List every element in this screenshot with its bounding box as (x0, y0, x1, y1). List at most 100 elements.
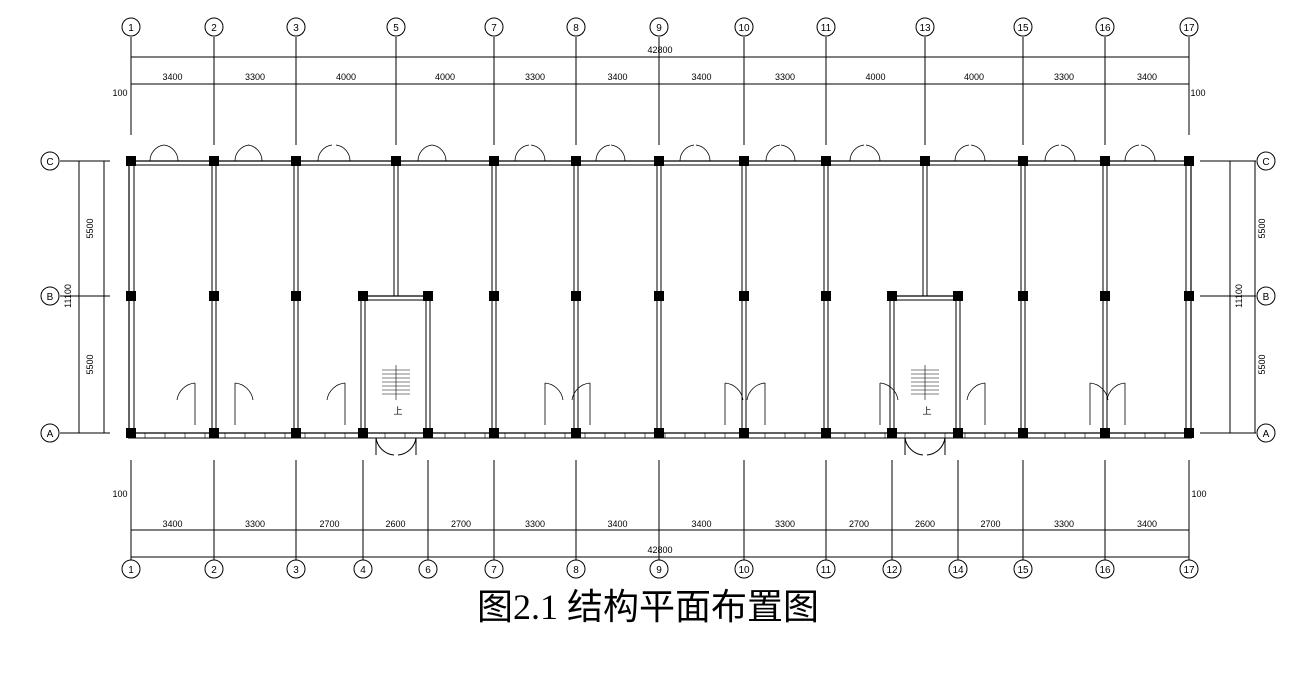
room-door-swing (966, 382, 986, 401)
column (489, 291, 499, 301)
top-span-dim: 4000 (865, 72, 885, 82)
top-axis-1-label: 1 (128, 23, 134, 34)
north-door-swing (954, 144, 970, 162)
room-door-swing (879, 382, 899, 401)
north-door-swing (514, 144, 530, 162)
north-door-swing (765, 144, 781, 162)
bottom-span-dim: 2600 (385, 519, 405, 529)
top-span-dim: 4000 (336, 72, 356, 82)
column (126, 156, 136, 166)
column (654, 428, 664, 438)
top-axis-1-bubble (121, 17, 141, 37)
top-axis-16-bubble (1095, 17, 1115, 37)
bottom-axis-3-label: 3 (293, 565, 299, 576)
top-axis-7-label: 7 (491, 23, 497, 34)
bottom-axis-9-label: 9 (656, 565, 662, 576)
right-axis-C-bubble (1256, 151, 1276, 171)
room-door-swing (234, 382, 254, 401)
room-door-swing (176, 382, 196, 401)
room-door-swing (1106, 382, 1126, 401)
left-axis-A-bubble (40, 423, 60, 443)
column (821, 428, 831, 438)
bottom-span-dim: 3400 (162, 519, 182, 529)
top-axis-8-label: 8 (573, 23, 579, 34)
left-axis-C-label: C (46, 157, 53, 168)
bottom-span-dim: 2700 (319, 519, 339, 529)
right-axis-B-bubble (1256, 286, 1276, 306)
left-axis-A-label: A (47, 429, 54, 440)
north-door-swing (1140, 144, 1156, 162)
column (209, 291, 219, 301)
column (739, 156, 749, 166)
stair-column (953, 428, 963, 438)
left-total-dim: 11100 (63, 284, 73, 308)
left-axis-B-bubble (40, 286, 60, 306)
north-door-swing (530, 144, 546, 162)
bottom-span-dim: 3300 (775, 519, 795, 529)
top-axis-13-bubble (915, 17, 935, 37)
stair-label-1: 上 (393, 406, 402, 416)
bottom-span-dim: 2700 (451, 519, 471, 529)
top-axis-17-label: 17 (1183, 23, 1195, 34)
top-axis-5-bubble (386, 17, 406, 37)
top-axis-11-bubble (816, 17, 836, 37)
top-span-dim: 3400 (691, 72, 711, 82)
column (1100, 156, 1110, 166)
top-span-dim: 3400 (1137, 72, 1157, 82)
top-span-dim: 3400 (162, 72, 182, 82)
entry-door-swing (926, 437, 946, 456)
bottom-span-dim: 3400 (607, 519, 627, 529)
top-span-dim: 3300 (245, 72, 265, 82)
north-door-swing (247, 144, 263, 162)
entry-door-swing (904, 437, 924, 456)
right-axis-A-label: A (1263, 429, 1270, 440)
column (489, 428, 499, 438)
bottom-span-dim: 3400 (691, 519, 711, 529)
room-door-swing (544, 382, 564, 401)
column (1018, 291, 1028, 301)
bottom-axis-1-label: 1 (128, 565, 134, 576)
bottom-axis-8-label: 8 (573, 565, 579, 576)
bottom-axis-2-label: 2 (211, 565, 217, 576)
column (209, 156, 219, 166)
bottom-axis-17-label: 17 (1183, 565, 1195, 576)
room-door-swing (571, 382, 591, 401)
top-axis-3-bubble (286, 17, 306, 37)
column (209, 428, 219, 438)
right-upper-dim: 5500 (1257, 218, 1267, 238)
top-axis-16-label: 16 (1099, 23, 1111, 34)
column (821, 156, 831, 166)
top-right-offset: 100 (1190, 88, 1205, 98)
north-door-swing (679, 144, 695, 162)
top-axis-15-bubble (1013, 17, 1033, 37)
bottom-right-offset: 100 (1191, 489, 1206, 499)
bottom-axis-7-label: 7 (491, 565, 497, 576)
figure-caption: 图2.1 结构平面布置图 (476, 587, 819, 627)
room-door-swing (326, 382, 346, 401)
stair-column (423, 428, 433, 438)
north-door-swing (1044, 144, 1060, 162)
column (126, 428, 136, 438)
north-door-swing (865, 144, 881, 162)
top-axis-2-bubble (204, 17, 224, 37)
column (920, 156, 930, 166)
top-axis-15-label: 15 (1017, 23, 1029, 34)
column (654, 291, 664, 301)
column (739, 291, 749, 301)
entry-door-swing (375, 437, 395, 456)
bottom-axis-12-label: 12 (886, 565, 898, 576)
north-door-swing (431, 144, 447, 162)
left-upper-dim: 5500 (85, 218, 95, 238)
bottom-span-dim: 3300 (1054, 519, 1074, 529)
bottom-axis-15-label: 15 (1017, 565, 1029, 576)
north-door-swing (335, 144, 351, 162)
column (1184, 156, 1194, 166)
top-axis-8-bubble (566, 17, 586, 37)
left-lower-dim: 5500 (85, 354, 95, 374)
stair-column (887, 428, 897, 438)
north-door-swing (317, 144, 333, 162)
stair-column (953, 291, 963, 301)
column (1100, 428, 1110, 438)
bottom-total-dim: 42800 (647, 545, 672, 555)
